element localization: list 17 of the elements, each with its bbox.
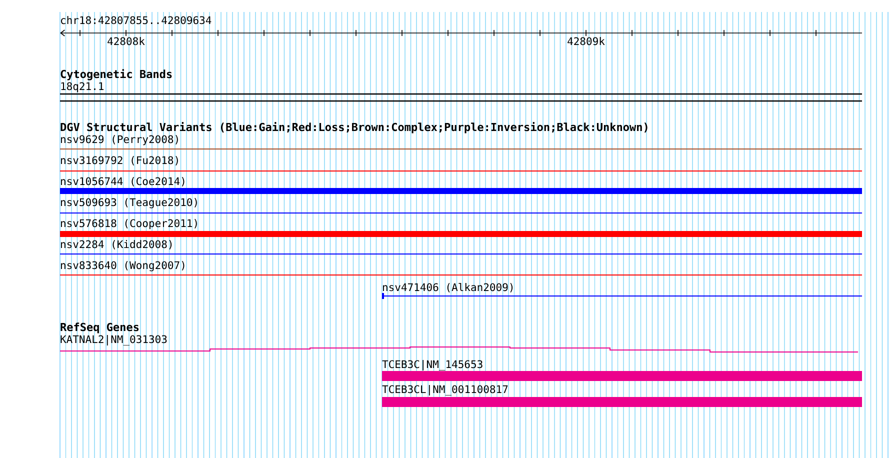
node-label: nsv471406 (Alkan2009) <box>383 282 513 292</box>
variant-feature: nsv833640 (Wong2007) <box>60 261 862 276</box>
variant-feature: nsv3169792 (Fu2018) <box>60 156 862 172</box>
gene-feature: KATNAL2|NM_031303 <box>60 335 858 352</box>
variant-feature: nsv509693 (Teague2010) <box>60 198 862 214</box>
feature-bar: nsv576818 (Cooper2011) <box>60 219 862 237</box>
feature-bar: nsv1056744 (Coe2014) <box>60 177 862 194</box>
variant-feature: nsv471406 (Alkan2009) <box>382 282 862 299</box>
feature-bar: TCEB3C|NM_145653 <box>382 360 862 381</box>
feature-bar: TCEB3CL|NM_001100817 <box>382 385 862 407</box>
track-title: DGV Structural Variants (Blue:Gain;Red:Loss;Brown:Complex;Purple:Inversion;Black:Unknown) <box>60 122 648 134</box>
cytoband-feature: 18q21.1 <box>60 82 862 102</box>
tick-label: 42809k <box>568 37 605 46</box>
variant-feature: nsv2284 (Kidd2008) <box>60 240 862 254</box>
tick-label: 42808k <box>108 37 145 46</box>
variant-feature: nsv9629 (Perry2008) <box>60 135 862 150</box>
region-label: chr18:42807855..42809634 <box>61 16 212 24</box>
